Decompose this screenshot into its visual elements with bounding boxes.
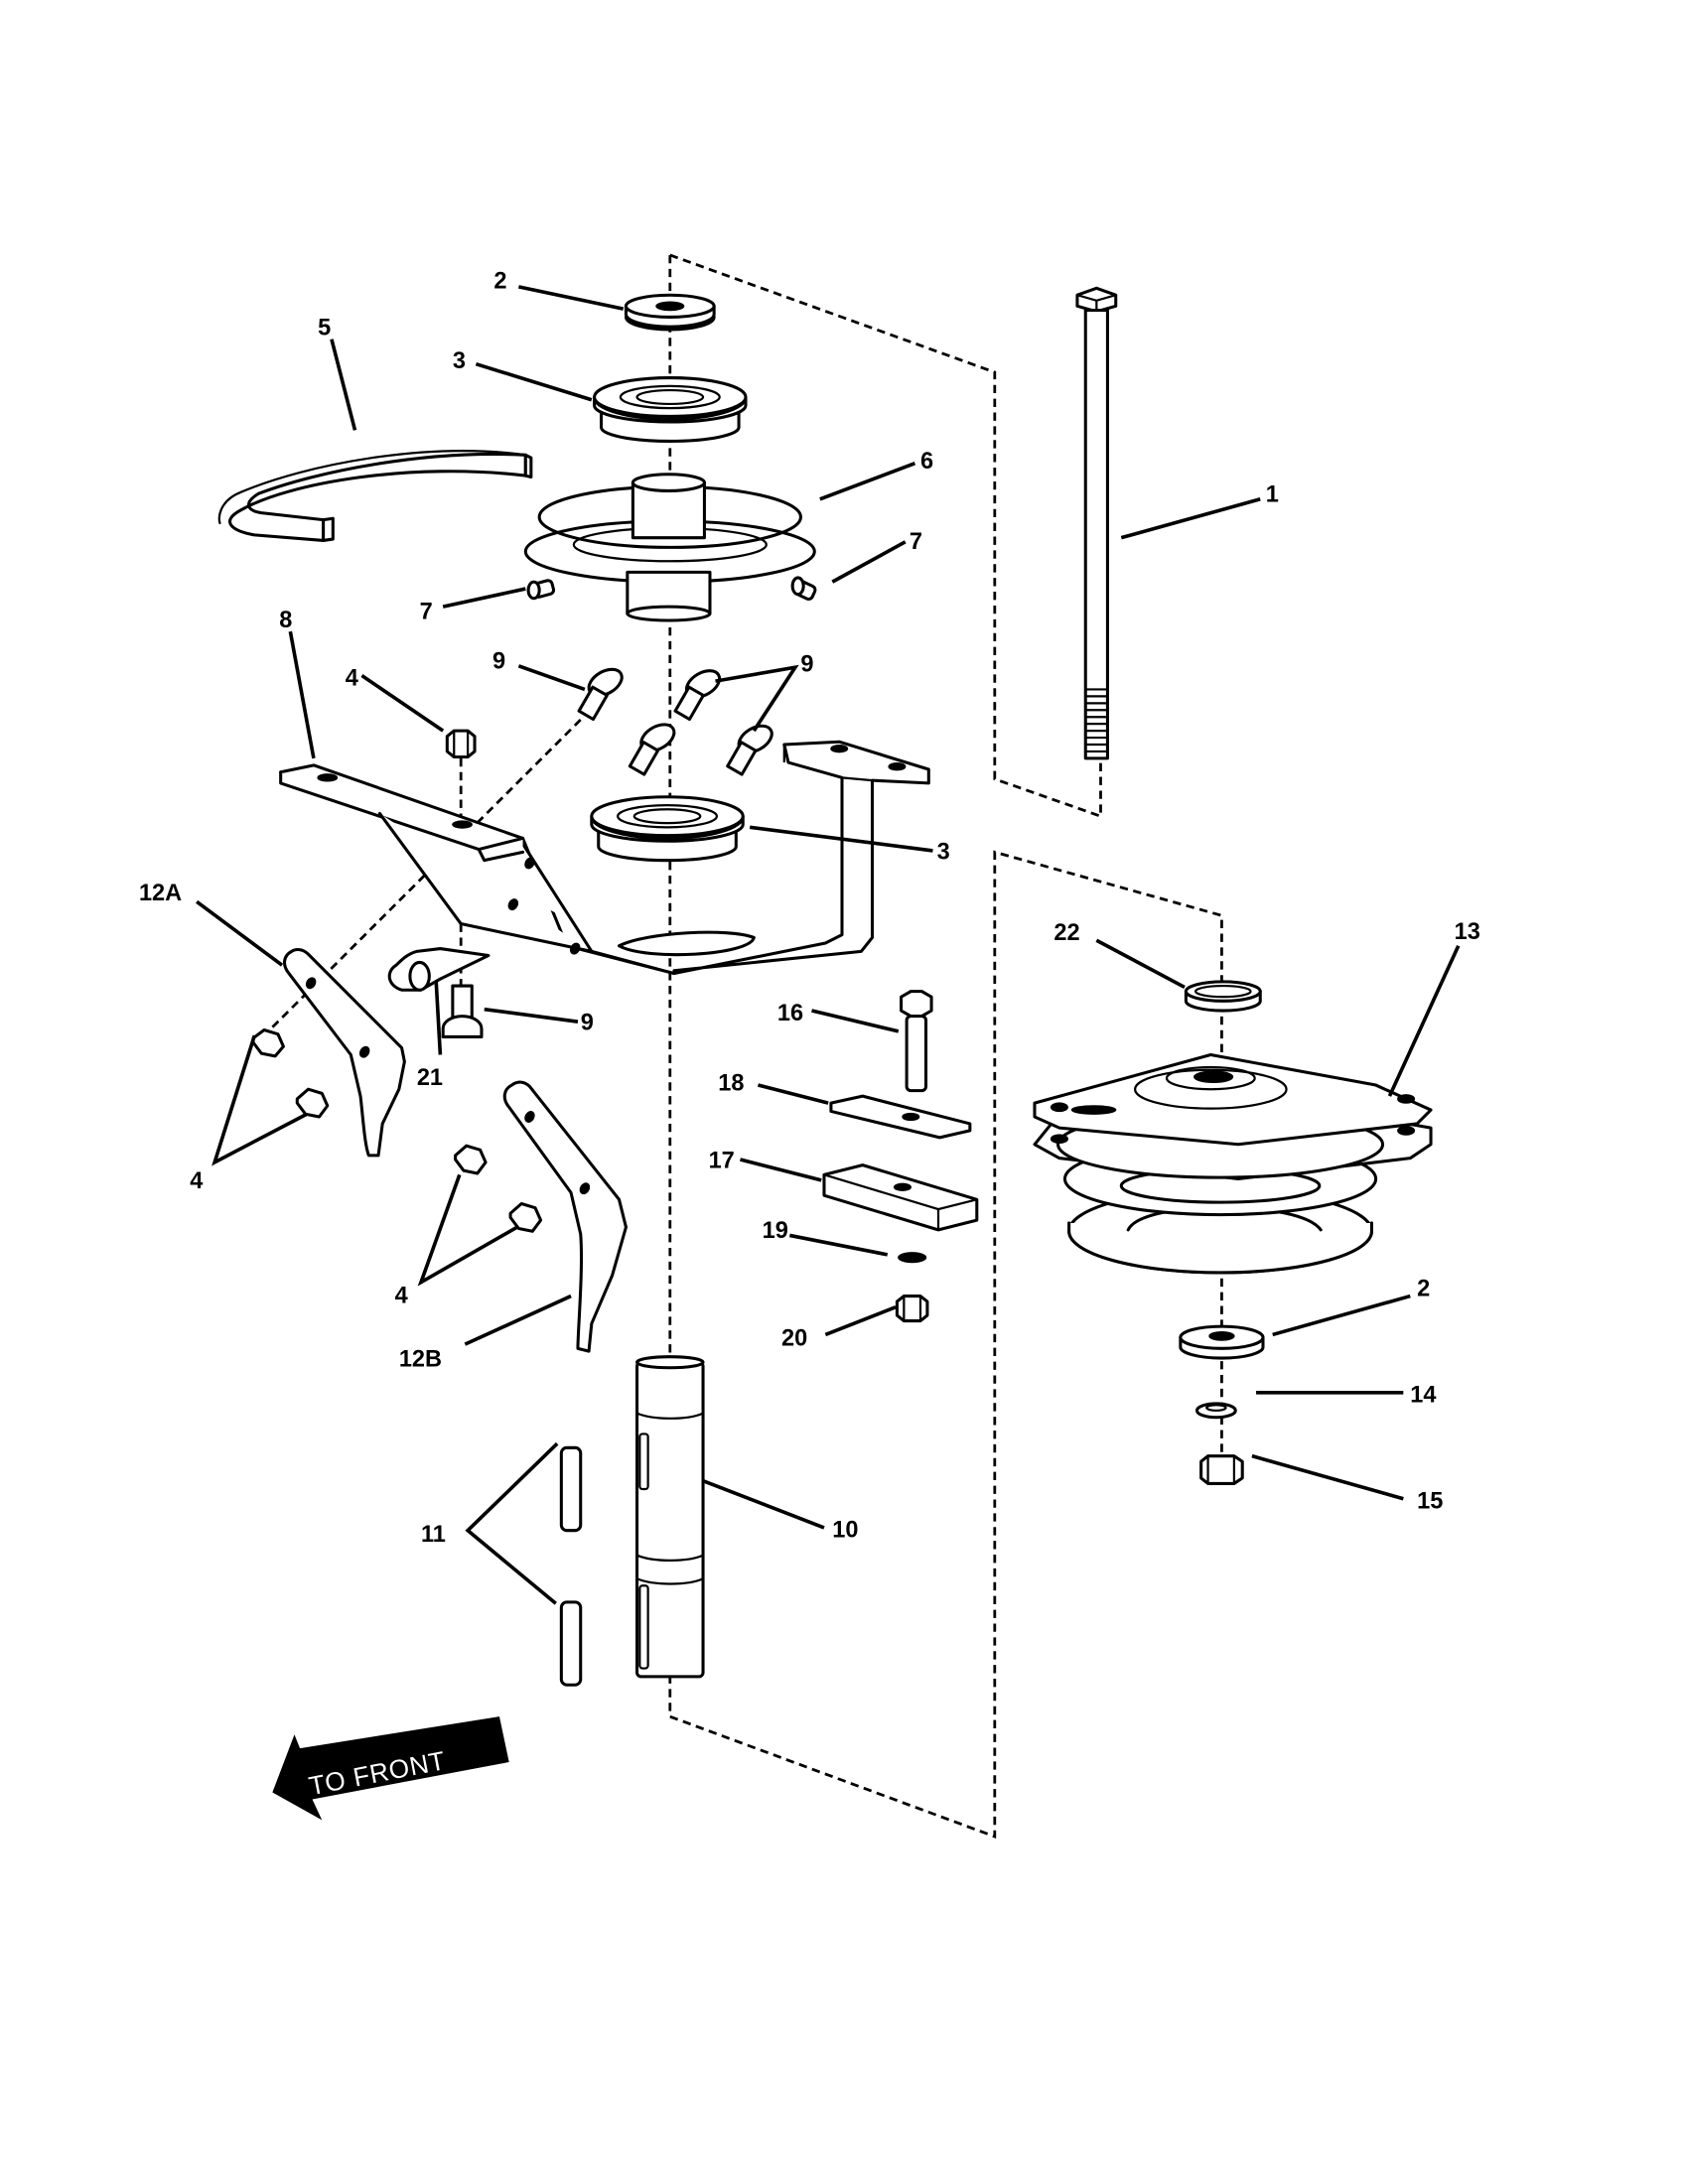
part-13-electric-clutch[interactable] bbox=[1033, 1052, 1433, 1275]
callout-14: 14 bbox=[1410, 1381, 1436, 1407]
part-18-plate[interactable] bbox=[829, 1094, 972, 1140]
callout-2-clutch: 2 bbox=[1417, 1276, 1430, 1301]
callout-17: 17 bbox=[709, 1147, 735, 1172]
part-4-nut-12a-upper[interactable] bbox=[251, 1027, 285, 1058]
part-9-carriage-bolt-c[interactable] bbox=[726, 721, 776, 776]
part-4-nut-bracket[interactable] bbox=[445, 729, 477, 759]
callout-11: 11 bbox=[421, 1521, 446, 1547]
callout-10: 10 bbox=[832, 1517, 858, 1543]
part-9-carriage-bolt-single[interactable] bbox=[577, 664, 627, 722]
callout-8: 8 bbox=[279, 607, 292, 632]
part-5-belt-guard[interactable] bbox=[217, 450, 533, 542]
callout-9-single: 9 bbox=[492, 648, 505, 674]
part-11-key-lower[interactable] bbox=[559, 1600, 583, 1687]
part-3-bearing-top[interactable] bbox=[593, 376, 748, 443]
part-9-carriage-bolt-a[interactable] bbox=[673, 665, 724, 722]
to-front-arrow: TO FRONT bbox=[272, 1716, 509, 1821]
callout-6: 6 bbox=[920, 448, 933, 474]
part-17-spacer-block[interactable] bbox=[822, 1163, 979, 1232]
callout-21: 21 bbox=[417, 1064, 443, 1090]
part-8-mounting-bracket[interactable] bbox=[279, 740, 930, 976]
arrow-left-icon bbox=[272, 1716, 509, 1821]
callout-labels: 1 2 2 3 3 4 4 4 5 6 7 7 8 9 9 9 10 11 12… bbox=[139, 267, 1480, 1547]
part-22-spacer-washer[interactable] bbox=[1184, 980, 1262, 1013]
callout-4-12a: 4 bbox=[190, 1167, 203, 1193]
part-7-set-screw-left[interactable] bbox=[526, 579, 556, 601]
callout-12a: 12A bbox=[139, 880, 182, 905]
part-11-key-upper[interactable] bbox=[559, 1445, 583, 1533]
callout-1: 1 bbox=[1266, 481, 1279, 507]
part-9-carriage-bolt-b[interactable] bbox=[628, 719, 678, 776]
callout-4-bracket: 4 bbox=[346, 664, 358, 690]
part-4-nut-12a-lower[interactable] bbox=[295, 1087, 330, 1119]
part-16-hex-bolt[interactable] bbox=[900, 990, 933, 1093]
callout-19: 19 bbox=[763, 1217, 788, 1243]
part-20-hex-nut[interactable] bbox=[895, 1295, 929, 1323]
callout-22: 22 bbox=[1053, 919, 1079, 945]
callout-13: 13 bbox=[1455, 918, 1480, 944]
callout-18: 18 bbox=[718, 1070, 744, 1096]
part-2-washer-clutch[interactable] bbox=[1179, 1324, 1265, 1360]
callout-4-12b: 4 bbox=[395, 1282, 408, 1307]
callout-2-top: 2 bbox=[493, 267, 506, 293]
callout-12b: 12B bbox=[399, 1345, 442, 1371]
part-12a-belt-guide[interactable] bbox=[283, 947, 406, 1158]
part-4-nut-12b-lower[interactable] bbox=[508, 1201, 543, 1233]
part-10-shaft[interactable] bbox=[635, 1355, 705, 1679]
part-12b-belt-guide[interactable] bbox=[502, 1080, 628, 1353]
part-7-set-screw-right[interactable] bbox=[790, 576, 817, 602]
callout-7-left: 7 bbox=[420, 599, 433, 624]
leader-lines bbox=[196, 285, 1461, 1605]
part-14-lock-washer[interactable] bbox=[1194, 1402, 1237, 1420]
callout-5: 5 bbox=[318, 314, 331, 340]
part-1-long-bolt[interactable] bbox=[1075, 286, 1118, 760]
part-3-bearing-bracket[interactable] bbox=[590, 795, 745, 863]
part-21-wire-clip[interactable] bbox=[387, 947, 491, 992]
callout-7-right: 7 bbox=[910, 528, 922, 554]
callout-3-top: 3 bbox=[453, 347, 466, 373]
callout-15: 15 bbox=[1417, 1487, 1443, 1513]
callout-20: 20 bbox=[781, 1325, 807, 1351]
callout-3-bracket: 3 bbox=[937, 838, 950, 864]
part-19-lock-washer[interactable] bbox=[898, 1252, 927, 1264]
part-9-carriage-bolt-lower[interactable] bbox=[441, 984, 484, 1038]
axis-line-bottom-diag bbox=[669, 850, 1223, 1839]
part-4-nut-12b-upper[interactable] bbox=[454, 1144, 488, 1175]
callout-16: 16 bbox=[777, 1000, 803, 1025]
part-2-washer-top[interactable] bbox=[624, 293, 716, 332]
part-15-hex-nut[interactable] bbox=[1199, 1454, 1244, 1485]
part-6-pulley[interactable] bbox=[523, 473, 816, 622]
axis-line-top-diag bbox=[669, 253, 1102, 819]
callout-9-lower: 9 bbox=[581, 1009, 594, 1034]
callout-9-group: 9 bbox=[800, 650, 813, 676]
